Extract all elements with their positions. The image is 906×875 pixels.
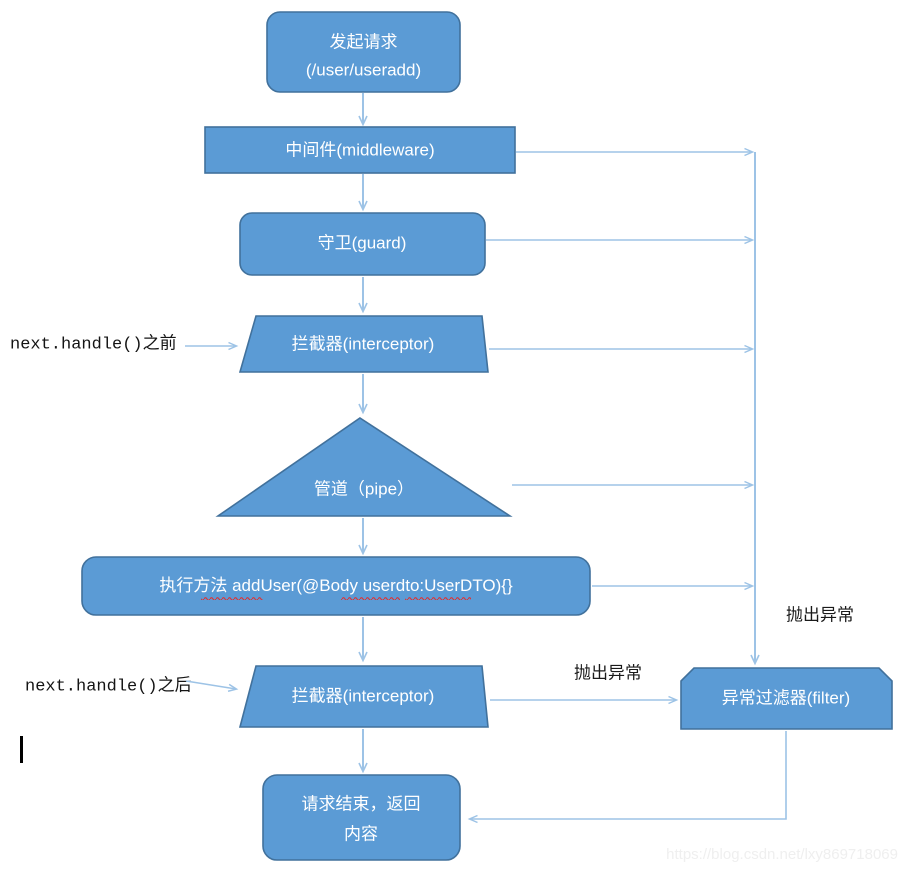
node-guard[interactable]: 守卫(guard) bbox=[239, 212, 486, 276]
request-label-line1: 发起请求 bbox=[330, 32, 398, 51]
connector-after-label-to-interceptor bbox=[185, 680, 239, 692]
watermark-text: https://blog.csdn.net/lxy869718069 bbox=[666, 846, 898, 863]
handler-label-code: addUser(@Body userdto:UserDTO){} bbox=[232, 576, 513, 595]
interceptor-before-label: 拦截器(interceptor) bbox=[292, 334, 435, 353]
label-throw-exception-horizontal: 抛出异常 bbox=[574, 663, 642, 682]
request-shape bbox=[266, 11, 461, 93]
exception-filter-label: 异常过滤器(filter) bbox=[722, 688, 850, 707]
node-interceptor-before[interactable]: 拦截器(interceptor) bbox=[238, 315, 489, 373]
interceptor-after-label: 拦截器(interceptor) bbox=[292, 686, 435, 705]
request-label-line2: (/user/useradd) bbox=[306, 60, 421, 79]
handler-shape bbox=[81, 556, 591, 616]
node-request[interactable]: 发起请求 (/user/useradd) bbox=[266, 11, 461, 93]
node-middleware[interactable]: 中间件(middleware) bbox=[204, 126, 516, 174]
text-caret-artifact bbox=[20, 736, 23, 763]
response-label-line1: 请求结束，返回 bbox=[302, 794, 421, 813]
node-exception-filter[interactable]: 异常过滤器(filter) bbox=[680, 667, 893, 730]
spellcheck-underline-adduser bbox=[201, 596, 263, 600]
label-next-handle-before: next.handle()之前 bbox=[10, 333, 177, 354]
spellcheck-underline-userdto bbox=[341, 596, 400, 600]
node-handler[interactable]: 执行方法 addUser(@Body userdto:UserDTO){} bbox=[81, 556, 591, 616]
node-pipe[interactable]: 管道（pipe） bbox=[215, 417, 513, 517]
interceptor-before-shape bbox=[238, 315, 489, 373]
label-throw-exception-vertical: 抛出异常 bbox=[786, 605, 854, 624]
pipe-label: 管道（pipe） bbox=[314, 479, 414, 498]
exception-filter-shape bbox=[680, 667, 893, 730]
response-label-line2: 内容 bbox=[344, 824, 378, 843]
node-response[interactable]: 请求结束，返回 内容 bbox=[262, 774, 461, 861]
spellcheck-underline-userdto-type bbox=[405, 596, 471, 600]
guard-label: 守卫(guard) bbox=[318, 233, 407, 252]
interceptor-after-shape bbox=[238, 665, 489, 728]
connector-filter-to-response bbox=[467, 731, 787, 824]
handler-label-prefix: 执行方法 bbox=[159, 576, 232, 595]
response-shape bbox=[262, 774, 461, 861]
node-interceptor-after[interactable]: 拦截器(interceptor) bbox=[238, 665, 489, 728]
label-next-handle-after: next.handle()之后 bbox=[25, 675, 192, 696]
handler-label: 执行方法 addUser(@Body userdto:UserDTO){} bbox=[159, 576, 513, 595]
pipe-shape bbox=[215, 417, 513, 517]
middleware-shape bbox=[204, 126, 516, 174]
guard-shape bbox=[239, 212, 486, 276]
middleware-label: 中间件(middleware) bbox=[285, 140, 434, 159]
